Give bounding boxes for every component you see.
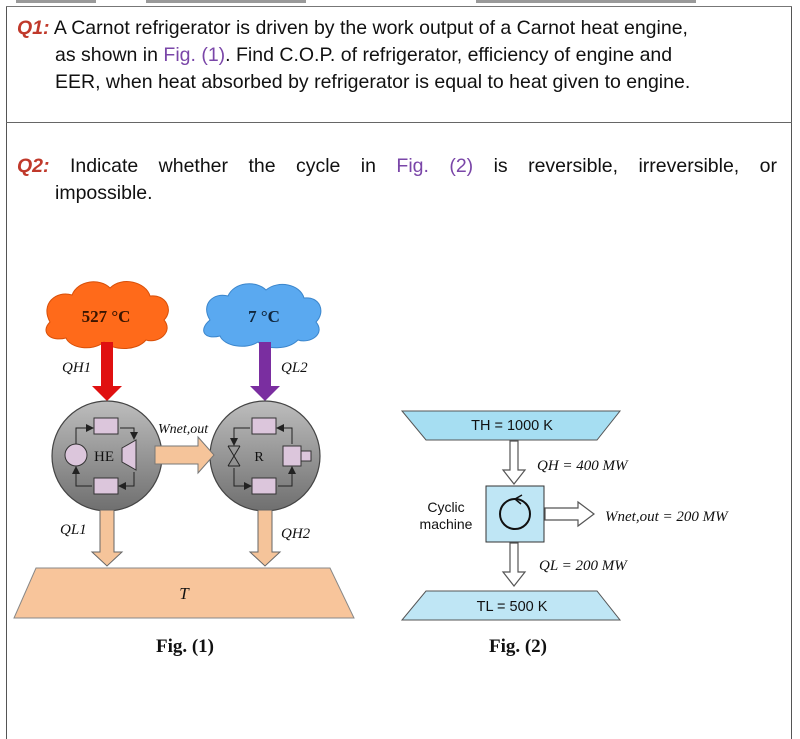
fig1-caption: Fig. (1) [156, 636, 214, 657]
hot-temperature: 527 °C [82, 307, 131, 326]
question-1-line2-b: . Find C.O.P. of refrigerator, efficienc… [225, 44, 673, 66]
ql-arrow [501, 542, 527, 587]
ql2-arrow [250, 342, 280, 401]
question-2-line2: impossible. [55, 182, 153, 204]
question-2-cont: impossible. [17, 180, 777, 207]
engine-label: HE [94, 449, 114, 465]
ql1-label: QL1 [60, 522, 87, 538]
refrigerator-label: R [254, 450, 264, 465]
cold-reservoir-cloud [203, 283, 322, 349]
fig1-reference[interactable]: Fig. (1) [163, 44, 226, 66]
question-2: Q2: Indicate whether the cycle in Fig. (… [17, 153, 777, 180]
fig1: 527 °C 7 °C QH1 QL2 HE [13, 281, 355, 657]
refrigerator: R [209, 400, 321, 512]
heat-engine: HE [51, 400, 163, 512]
header-strip [6, 0, 792, 7]
question-1: Q1: A Carnot refrigerator is driven by t… [17, 15, 777, 96]
fig2-caption: Fig. (2) [489, 636, 547, 657]
cold-reservoir [400, 590, 622, 621]
ql2-label: QL2 [281, 360, 308, 376]
hot-reservoir-temp: TH = 1000 K [471, 418, 553, 434]
qh2-arrow [248, 509, 282, 567]
cold-temperature: 7 °C [248, 307, 280, 326]
fig2-reference[interactable]: Fig. (2) [396, 155, 474, 177]
wnet-arrow [154, 435, 215, 475]
question-1-line2-a: as shown in [55, 44, 164, 66]
hot-reservoir-cloud [45, 281, 169, 349]
wnet-out-label: Wnet,out = 200 MW [605, 509, 729, 525]
cyclic-machine [485, 485, 545, 543]
divider [6, 122, 792, 123]
sink-temperature: T [179, 584, 190, 603]
wnet-label: Wnet,out [158, 422, 209, 437]
qh-label: QH = 400 MW [537, 458, 629, 474]
question-1-line1: A Carnot refrigerator is driven by the w… [53, 17, 688, 39]
page-frame [6, 0, 792, 739]
sink-reservoir [13, 567, 355, 619]
cold-reservoir-temp: TL = 500 K [477, 599, 548, 615]
qh1-arrow [92, 342, 122, 401]
qh2-label: QH2 [281, 526, 311, 542]
question-1-label: Q1: [17, 17, 50, 39]
question-1-line3: EER, when heat absorbed by refrigerator … [55, 71, 691, 93]
question-2-line1-b: is reversible, irreversible, or [473, 155, 777, 177]
question-2-label: Q2: [17, 155, 50, 177]
question-2-line1-a: Indicate whether the cycle in [69, 155, 397, 177]
wnet-out-arrow [544, 500, 595, 528]
qh-arrow [501, 440, 527, 485]
hot-reservoir [400, 410, 622, 441]
ql1-arrow [90, 509, 124, 567]
ql-label: QL = 200 MW [539, 558, 628, 574]
qh1-label: QH1 [62, 360, 91, 376]
